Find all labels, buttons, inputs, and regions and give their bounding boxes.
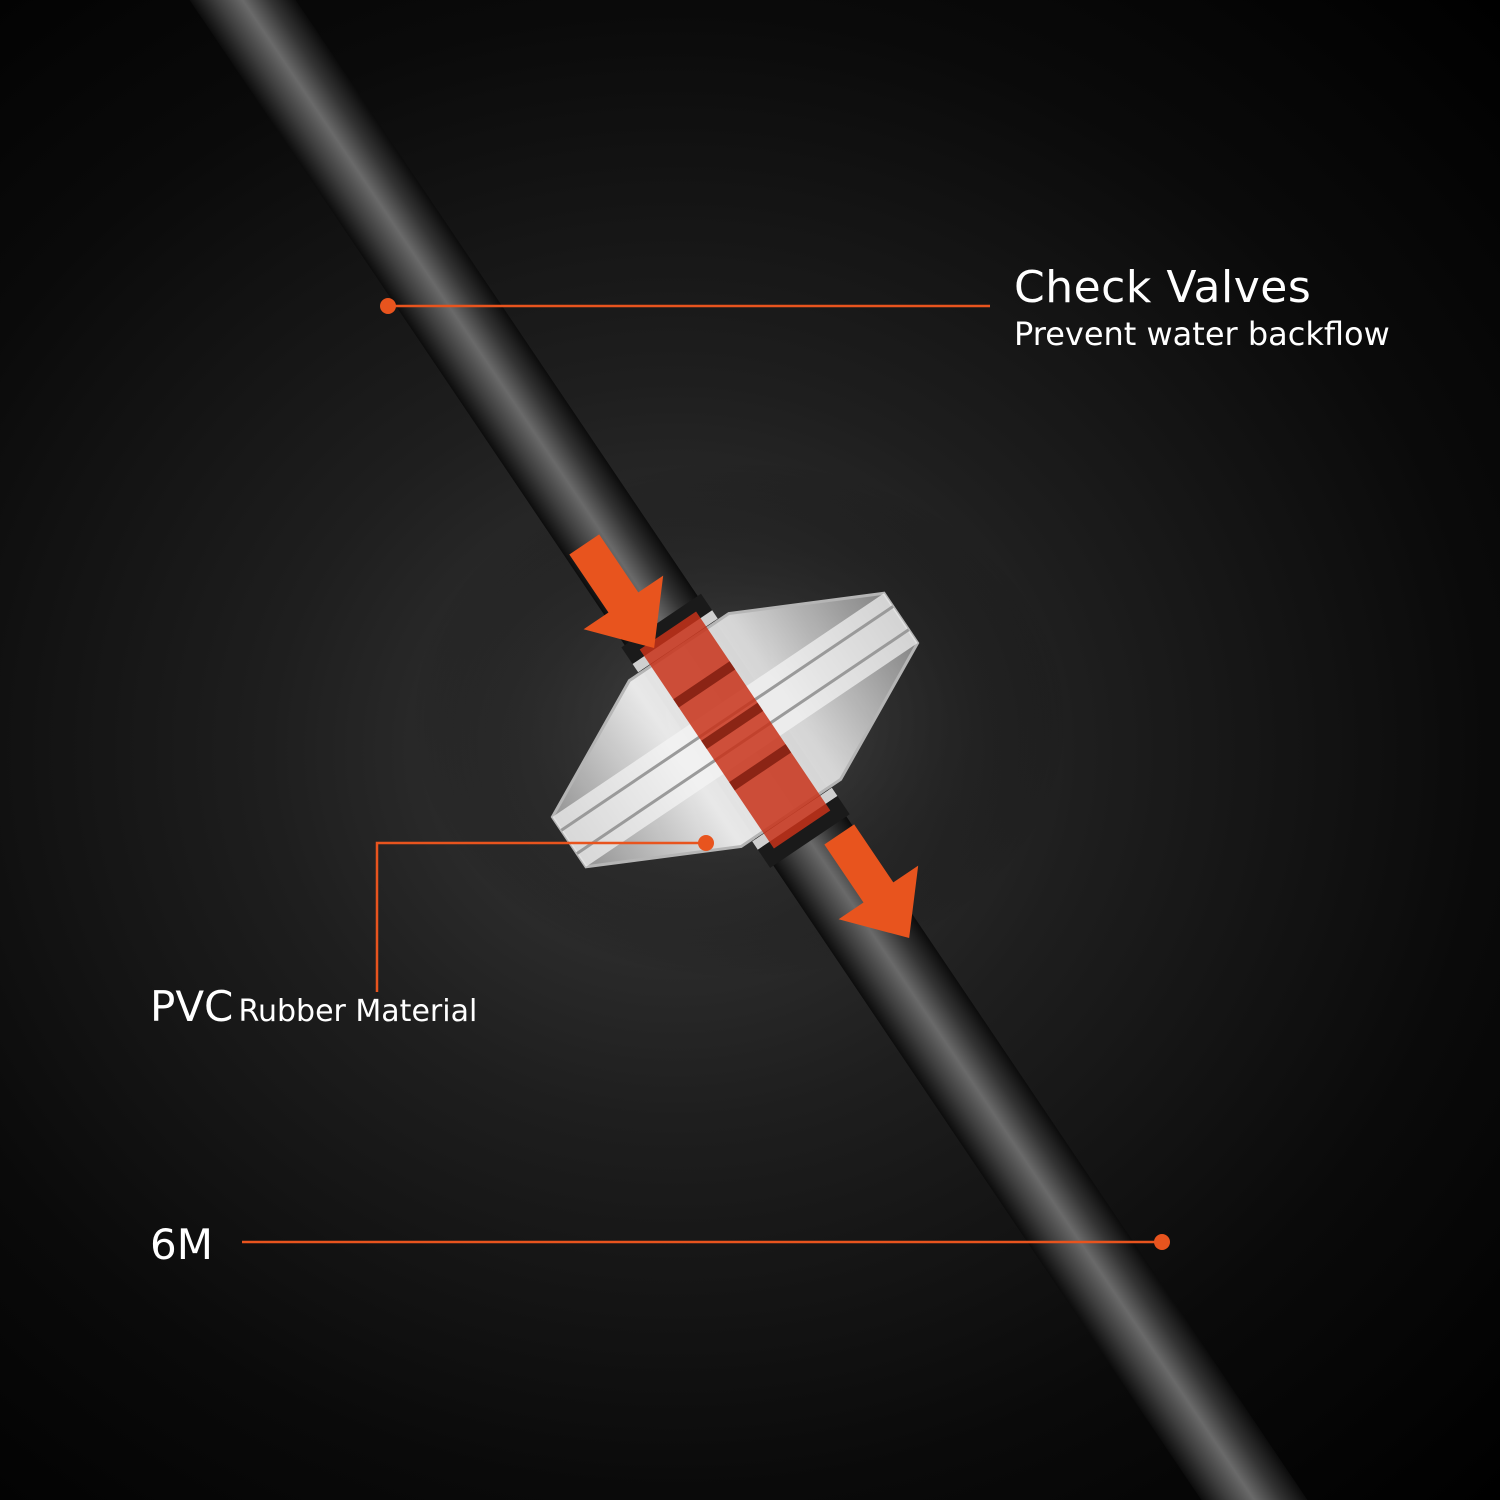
- lower-connector: [757, 796, 850, 868]
- material-leader: [375, 835, 714, 992]
- check-valve: [550, 591, 920, 869]
- check-valves-title: Check Valves: [1014, 262, 1312, 313]
- material-label: PVC Rubber Material: [150, 986, 477, 1028]
- check-valves-leader: [380, 298, 990, 314]
- material-rest-text: Rubber Material: [238, 994, 478, 1029]
- length-label: 6M: [150, 1220, 213, 1269]
- flow-arrow-lower: [824, 824, 919, 939]
- length-leader: [242, 1234, 1170, 1250]
- flow-arrow-upper: [569, 534, 664, 649]
- check-valves-subtitle: Prevent water backflow: [1014, 315, 1390, 353]
- material-main-text: PVC: [150, 982, 234, 1031]
